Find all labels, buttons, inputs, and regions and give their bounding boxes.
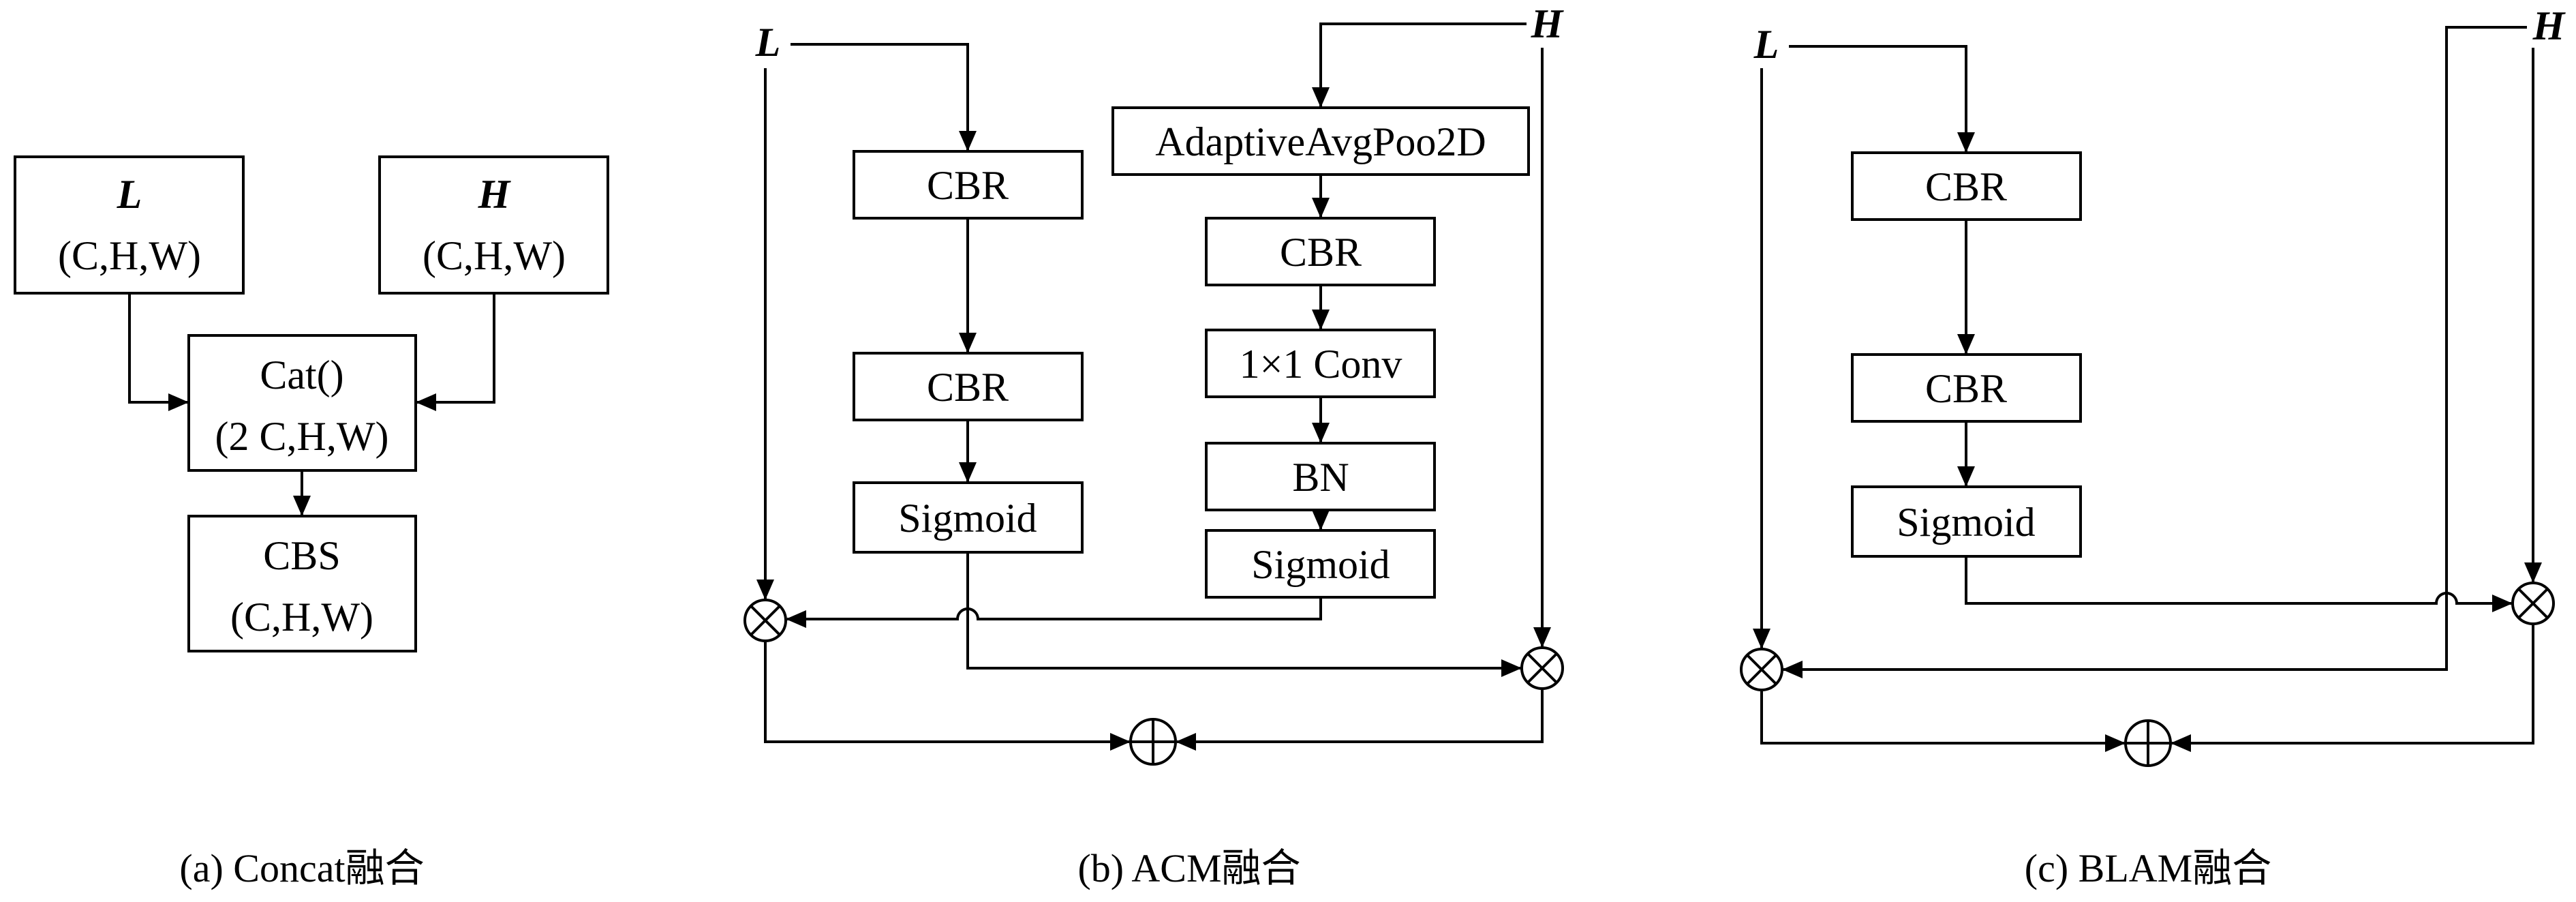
node-c-cbr-2: CBR bbox=[1851, 353, 2082, 423]
edge-b-sigmoid-left-to-multiply-right bbox=[966, 552, 1522, 677]
edge-c-multiply-left-to-add bbox=[1760, 691, 2126, 752]
edge-b-h-to-pool bbox=[1312, 22, 1527, 108]
node-a-h: H (C,H,W) bbox=[378, 155, 609, 295]
node-a-cbs-shape: (C,H,W) bbox=[230, 595, 373, 640]
edge-c-l-to-cbr1 bbox=[1789, 45, 1975, 153]
node-b-cbr-2: CBR bbox=[853, 352, 1084, 421]
node-a-l: L (C,H,W) bbox=[14, 155, 245, 295]
node-b-cbr-2-label: CBR bbox=[927, 365, 1009, 410]
node-b-cbr-3-label: CBR bbox=[1280, 230, 1362, 275]
node-a-cat: Cat() (2 C,H,W) bbox=[187, 334, 417, 472]
edge-b-multiply-left-to-add bbox=[764, 642, 1131, 751]
node-b-adaptiveavgpool-label: AdaptiveAvgPoo2D bbox=[1155, 119, 1486, 164]
edge-c-sigmoid-to-multiply-right bbox=[1965, 556, 2513, 612]
edge-b-l-to-cbr1 bbox=[791, 43, 977, 151]
node-a-cbs: CBS (C,H,W) bbox=[187, 515, 417, 652]
node-b-sigmoid-right: Sigmoid bbox=[1205, 529, 1436, 599]
node-c-sigmoid: Sigmoid bbox=[1851, 485, 2082, 558]
node-b-bn-label: BN bbox=[1292, 455, 1349, 500]
caption-c: (c) BLAM融合 bbox=[2025, 846, 2271, 890]
panel-c: L H CBR CBR Sigmoid bbox=[1740, 3, 2566, 890]
multiply-c-left-icon bbox=[1740, 648, 1783, 691]
node-b-conv1x1: 1×1 Conv bbox=[1205, 329, 1436, 398]
input-c-h: H bbox=[2532, 3, 2566, 48]
node-a-cat-title: Cat() bbox=[260, 352, 343, 397]
panel-b: L H CBR CBR Sigmoid AdaptiveAvgPoo2D CBR… bbox=[743, 1, 1565, 890]
edge-c-h-to-multiply-left bbox=[1782, 26, 2527, 678]
multiply-b-right-icon bbox=[1520, 646, 1564, 690]
caption-a: (a) Concat融合 bbox=[179, 846, 424, 890]
multiply-b-left-icon bbox=[743, 599, 787, 642]
node-c-cbr-2-label: CBR bbox=[1925, 366, 2007, 411]
node-b-adaptiveavgpool: AdaptiveAvgPoo2D bbox=[1111, 106, 1530, 176]
caption-b: (b) ACM融合 bbox=[1077, 846, 1300, 890]
node-a-h-shape: (C,H,W) bbox=[423, 233, 566, 278]
node-a-cat-shape: (2 C,H,W) bbox=[215, 414, 389, 459]
node-b-cbr-1: CBR bbox=[853, 150, 1084, 220]
edge-a-h-to-cat bbox=[416, 293, 495, 411]
node-b-cbr-3: CBR bbox=[1205, 217, 1436, 286]
panel-a: L (C,H,W) H (C,H,W) Cat() (2 C,H,W) CBS … bbox=[14, 155, 609, 890]
input-b-l: L bbox=[755, 20, 781, 65]
node-b-cbr-1-label: CBR bbox=[927, 163, 1009, 208]
input-b-h: H bbox=[1531, 1, 1565, 46]
add-b-icon bbox=[1129, 718, 1177, 766]
multiply-c-right-icon bbox=[2511, 582, 2555, 625]
node-b-sigmoid-left-label: Sigmoid bbox=[898, 496, 1037, 541]
input-c-l: L bbox=[1753, 22, 1779, 67]
node-b-conv1x1-label: 1×1 Conv bbox=[1240, 342, 1402, 387]
node-c-cbr-1-label: CBR bbox=[1925, 164, 2007, 209]
node-c-cbr-1: CBR bbox=[1851, 151, 2082, 221]
edge-a-l-to-cat bbox=[128, 293, 189, 411]
node-c-sigmoid-label: Sigmoid bbox=[1897, 500, 2035, 545]
edge-c-multiply-right-to-add bbox=[2171, 625, 2534, 752]
node-a-l-shape: (C,H,W) bbox=[58, 233, 201, 278]
edge-b-sigmoid-right-to-multiply-left bbox=[786, 597, 1322, 628]
add-c-icon bbox=[2124, 719, 2172, 767]
node-a-h-title: H bbox=[478, 172, 512, 217]
node-b-bn: BN bbox=[1205, 442, 1436, 511]
edge-b-multiply-right-to-add bbox=[1176, 690, 1544, 751]
node-a-cbs-title: CBS bbox=[263, 533, 340, 578]
node-b-sigmoid-right-label: Sigmoid bbox=[1251, 542, 1390, 587]
node-b-sigmoid-left: Sigmoid bbox=[853, 481, 1084, 554]
node-a-l-title: L bbox=[117, 172, 142, 217]
